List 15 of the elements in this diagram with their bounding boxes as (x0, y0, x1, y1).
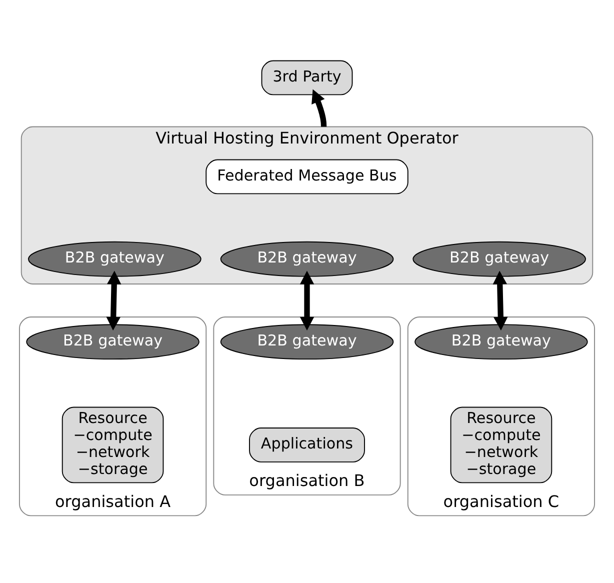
node-ellipse: B2B gateway (26, 324, 200, 360)
node-ellipse: B2B gateway (412, 240, 586, 276)
node-ellipse: B2B gateway (220, 324, 394, 360)
node-ellipse: B2B gateway (28, 240, 202, 276)
node-box: 3rd Party (261, 60, 353, 95)
arrow (312, 88, 327, 126)
arrow (106, 270, 122, 330)
node-ellipse: B2B gateway (414, 324, 588, 360)
arrow (492, 270, 508, 330)
node-box: Federated Message Bus (206, 158, 408, 194)
node-box: Applications (249, 427, 365, 462)
arrow (300, 270, 314, 330)
node-box: Resource −compute −network −storage (450, 406, 552, 483)
node-box: Resource −compute −network −storage (62, 406, 164, 483)
node-ellipse: B2B gateway (220, 240, 394, 276)
